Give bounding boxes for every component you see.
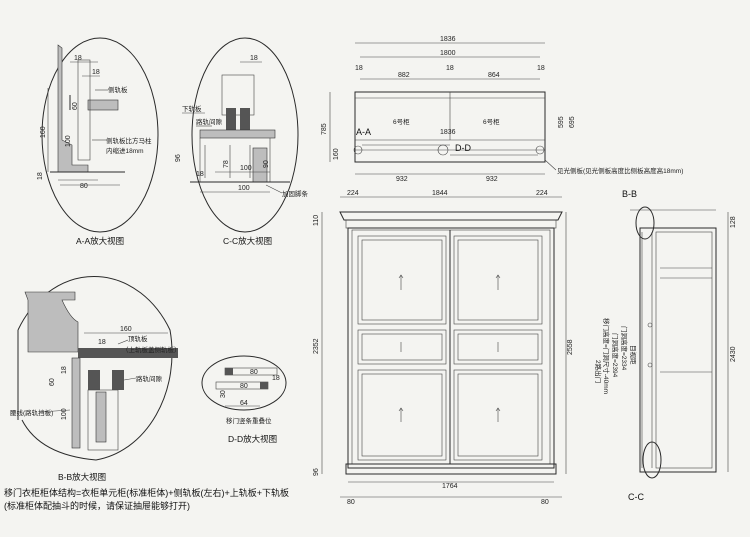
side-vlabel-4: 目视距 <box>629 345 638 365</box>
front-dim-2558: 2558 <box>567 339 574 355</box>
aa-dim-18-c: 18 <box>37 172 44 180</box>
aa-dim-60: 60 <box>72 102 79 110</box>
plan-dim-932b: 932 <box>486 176 498 183</box>
dd-dim-64: 64 <box>240 400 248 407</box>
side-vlabel-0: 2路出门 <box>594 360 603 383</box>
bb-label-gap: 路轨间隙 <box>136 374 163 383</box>
dd-title: D-D放大视图 <box>228 434 277 444</box>
plan-dim-695: 695 <box>569 116 576 128</box>
side-dim-128: 128 <box>730 216 737 228</box>
cc-dim-96: 96 <box>175 154 182 162</box>
cc-dim-90: 90 <box>263 160 270 168</box>
plan-section-dd: D-D <box>455 143 471 153</box>
plan-cab-right: 6号柜 <box>483 117 500 126</box>
bb-label-cover: （上轨板盖侧轨板） <box>122 345 181 354</box>
plan-dim-1836b: 1836 <box>440 129 456 136</box>
side-vlabel-2: 门洞高度=2394 <box>611 333 620 378</box>
bb-dim-18: 18 <box>98 339 106 346</box>
aa-dim-18-b: 18 <box>92 69 100 76</box>
footer-line-1: 移门衣柜柜体结构=衣柜单元柜(标准柜体)+侧轨板(左右)+上轨板+下轨板 <box>4 488 290 498</box>
bb-title: B-B放大视图 <box>58 472 106 482</box>
plan-dim-18a: 18 <box>355 65 363 72</box>
front-dim-224b: 224 <box>536 190 548 197</box>
footer-note: 移门衣柜柜体结构=衣柜单元柜(标准柜体)+侧轨板(左右)+上轨板+下轨板 (标准… <box>4 487 424 513</box>
cc-dim-18b: 18 <box>196 171 204 178</box>
side-vlabel-1: 移门高度=门洞尺寸-40mm <box>602 318 611 394</box>
side-vlabel-3: 门洞高度=2334 <box>620 326 629 371</box>
plan-section-aa: A-A <box>356 127 371 137</box>
aa-label-side-rail: 侧轨板 <box>108 85 128 94</box>
bb-label-top-rail: 顶轨板 <box>128 334 148 343</box>
plan-dim-160: 160 <box>333 148 340 160</box>
dd-dim-30: 30 <box>220 390 227 398</box>
cc-dim-100b: 100 <box>238 185 250 192</box>
aa-title: A-A放大视图 <box>76 236 124 246</box>
side-dim-2430: 2430 <box>730 346 737 362</box>
cc-label-lower-rail: 下轨板 <box>182 104 202 113</box>
cc-label-rail-gap: 路轨间隙 <box>196 117 223 126</box>
plan-note: 见光侧板(见光侧板高度比侧板高度高18mm) <box>557 166 683 175</box>
aa-label-compare: 侧轨板比方马柱 <box>106 136 152 145</box>
plan-dim-932a: 932 <box>396 176 408 183</box>
side-section-cc: C-C <box>628 492 644 502</box>
dd-dim-80a: 80 <box>250 369 258 376</box>
plan-dim-882: 882 <box>398 72 410 79</box>
bb-dim-18b: 18 <box>61 366 68 374</box>
aa-dim-18-top: 18 <box>74 55 82 62</box>
plan-dim-785: 785 <box>321 123 328 135</box>
aa-dim-80: 80 <box>80 183 88 190</box>
front-dim-80a: 80 <box>347 499 355 506</box>
cc-dim-78: 78 <box>223 160 230 168</box>
side-section-bb: B-B <box>622 189 637 199</box>
plan-view: 1836 1800 882 864 18 18 18 6号柜 6号柜 1836 … <box>321 36 683 183</box>
plan-dim-1836: 1836 <box>440 36 456 43</box>
front-dim-2352: 2352 <box>313 338 320 354</box>
dd-dim-80b: 80 <box>240 383 248 390</box>
front-dim-96: 96 <box>313 468 320 476</box>
aa-label-inset: 内缩进18mm <box>106 146 144 155</box>
bb-dim-160: 160 <box>120 326 132 333</box>
plan-dim-18b: 18 <box>537 65 545 72</box>
detail-bb: 160 18 18 60 100 顶轨板 （上轨板盖侧轨板） 路轨间隙 腰线(路… <box>10 276 181 482</box>
front-dim-1764: 1764 <box>442 483 458 490</box>
cc-label-base: 加固脚条 <box>282 189 309 198</box>
plan-dim-864: 864 <box>488 72 500 79</box>
dd-label-overlap: 移门竖条重叠位 <box>226 416 272 425</box>
dd-dim-18: 18 <box>272 375 280 382</box>
cc-title: C-C放大视图 <box>223 236 272 246</box>
detail-dd: 80 18 30 80 64 移门竖条重叠位 D-D放大视图 <box>201 355 287 444</box>
cc-dim-18: 18 <box>250 55 258 62</box>
detail-cc: 18 96 78 90 18 100 100 下轨板 路轨间隙 加固脚条 C-C… <box>175 37 309 246</box>
cc-dim-100a: 100 <box>240 165 252 172</box>
front-elevation: 224 1844 224 110 2352 <box>313 190 574 506</box>
front-dim-80b: 80 <box>541 499 549 506</box>
footer-line-2: (标准柜体配抽斗的时候，请保证抽屉能够打开) <box>4 501 190 511</box>
aa-dim-100: 100 <box>65 135 72 147</box>
bb-dim-100: 100 <box>61 408 68 420</box>
front-dim-224a: 224 <box>347 190 359 197</box>
plan-dim-18-mid: 18 <box>446 65 454 72</box>
plan-dim-1800: 1800 <box>440 50 456 57</box>
detail-aa: 18 18 60 160 100 80 18 侧轨板 侧轨板比方马柱 内缩进18… <box>37 37 159 246</box>
plan-dim-595: 595 <box>558 116 565 128</box>
front-dim-1844: 1844 <box>432 190 448 197</box>
front-dim-110: 110 <box>313 215 320 226</box>
bb-label-waist: 腰线(路轨挡板) <box>10 408 53 417</box>
aa-dim-160: 160 <box>40 126 47 138</box>
side-section: B-B C-C 128 2430 2路出门 移门高度=门洞尺寸-40mm 门洞高… <box>594 189 737 502</box>
plan-cab-left: 6号柜 <box>393 117 410 126</box>
bb-dim-60: 60 <box>49 378 56 386</box>
